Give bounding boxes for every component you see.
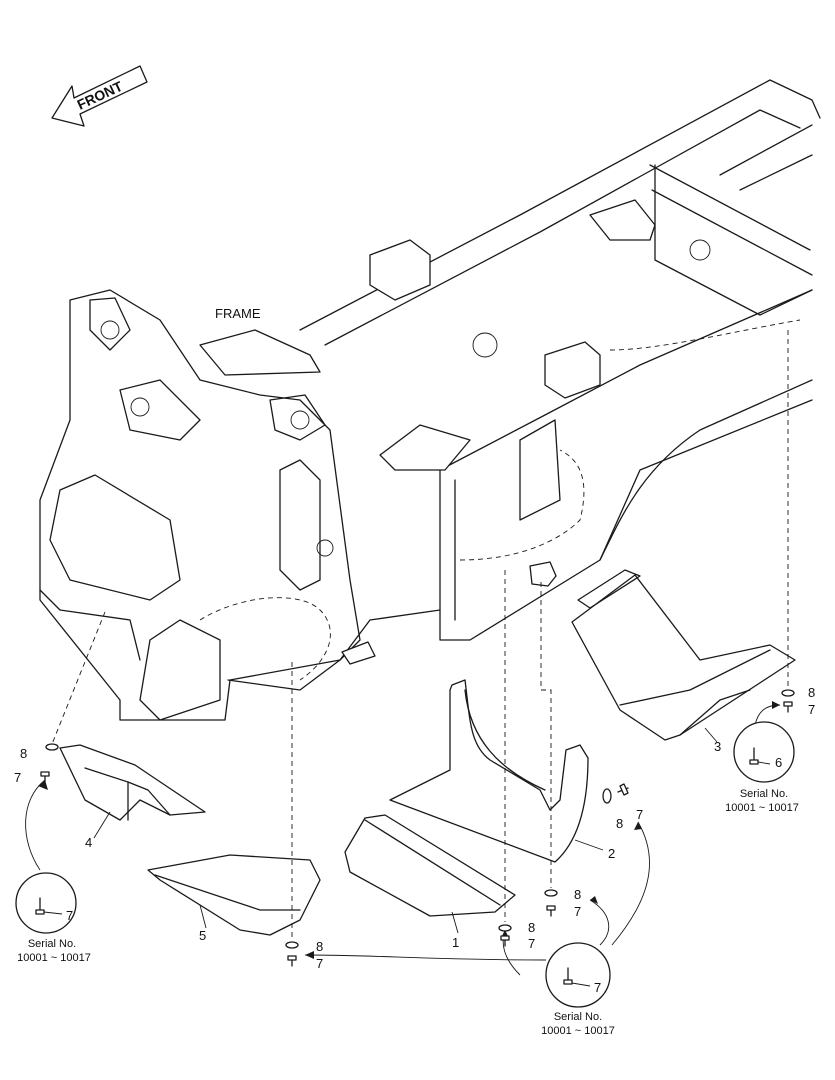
callout-bolt-7: 7 [66,908,73,923]
front-arrow: FRONT [51,65,148,127]
serial-detail-right [733,721,795,783]
callout-washer-8: 8 [316,939,323,954]
serial-note-center-line1: Serial No. [554,1011,602,1023]
callout-part-3: 3 [714,739,721,754]
serial-note-left-line1: Serial No. [28,938,76,950]
front-label: FRONT [75,78,126,113]
callout-bolt-7: 7 [528,936,535,951]
part-2-cover [389,679,589,863]
callout-part-5: 5 [199,928,206,943]
callout-bolt-7: 7 [316,956,323,971]
callout-bolt-7: 7 [808,702,815,717]
callout-part-4: 4 [85,835,92,850]
serial-detail-left [15,872,77,934]
callout-washer-8: 8 [20,746,27,761]
serial-notes: Serial No. 10001 ~ 10017 Serial No. 1000… [17,788,799,1037]
frame-label: FRAME [215,306,261,321]
serial-note-right-line1: Serial No. [740,788,788,800]
serial-note-center-line2: 10001 ~ 10017 [541,1025,615,1037]
fastener-symbols [40,689,795,967]
part-5-cover [147,854,321,936]
callout-part-1: 1 [452,935,459,950]
callout-washer-8: 8 [528,920,535,935]
callout-bolt-7: 7 [14,770,21,785]
callout-bolt-7: 7 [636,807,643,822]
leader-lines [25,330,789,976]
callout-washer-8: 8 [616,816,623,831]
part-callouts: 1 2 3 4 5 6 8 7 8 7 8 7 8 7 8 7 8 7 7 7 [14,685,815,995]
callout-washer-8: 8 [574,887,581,902]
callout-part-6: 6 [775,755,782,770]
part-3-cover [571,569,796,741]
callout-bolt-7: 7 [594,980,601,995]
serial-detail-center [545,942,611,1008]
serial-note-left-line2: 10001 ~ 10017 [17,952,91,964]
machine-frame [39,79,821,721]
serial-note-right-line2: 10001 ~ 10017 [725,802,799,814]
callout-bolt-7: 7 [574,904,581,919]
callout-washer-8: 8 [808,685,815,700]
callout-part-2: 2 [608,846,615,861]
part-4-cover [59,744,206,821]
